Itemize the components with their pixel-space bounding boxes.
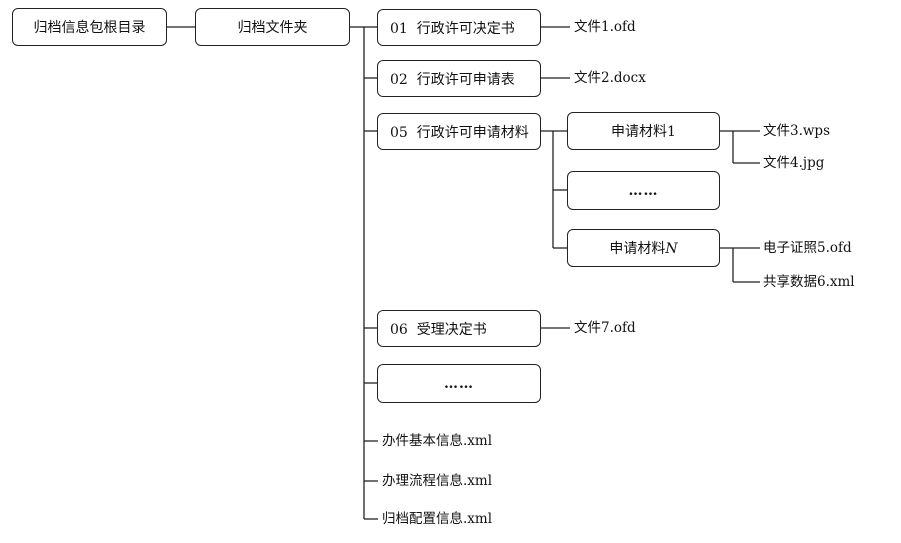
material-n-suffix: N: [665, 241, 678, 257]
file-3-leaf: 文件3.wps: [763, 123, 831, 139]
folder-02-label: 02 行政许可申请表: [390, 71, 515, 88]
folder-01-box: 01 行政许可决定书: [377, 9, 541, 46]
archive-folder-box: 归档文件夹: [195, 8, 350, 46]
root-directory-label: 归档信息包根目录: [33, 20, 146, 36]
material-more-ellipsis: ……: [628, 182, 659, 199]
material-n-label: 申请材料N: [609, 238, 677, 258]
file-1-leaf: 文件1.ofd: [574, 19, 636, 35]
material-1-box: 申请材料1: [567, 112, 720, 150]
xml-basic-info-leaf: 办件基本信息.xml: [382, 433, 493, 449]
folder-05-label: 05 行政许可申请材料: [390, 124, 529, 141]
file-7-leaf: 文件7.ofd: [574, 320, 636, 336]
file-4-leaf: 文件4.jpg: [763, 155, 825, 171]
material-n-box: 申请材料N: [567, 229, 720, 267]
material-1-label: 申请材料1: [611, 124, 676, 140]
file-5-leaf: 电子证照5.ofd: [763, 240, 852, 256]
folder-02-box: 02 行政许可申请表: [377, 60, 541, 97]
xml-config-info-leaf: 归档配置信息.xml: [382, 511, 493, 527]
xml-process-info-leaf: 办理流程信息.xml: [382, 473, 493, 489]
folder-06-label: 06 受理决定书: [390, 321, 487, 338]
folder-more-box: ……: [377, 364, 541, 403]
file-6-leaf: 共享数据6.xml: [763, 274, 855, 290]
folder-06-box: 06 受理决定书: [377, 310, 541, 347]
archive-folder-label: 归档文件夹: [237, 20, 308, 36]
folder-more-ellipsis: ……: [444, 375, 474, 392]
material-more-box: ……: [567, 171, 720, 210]
folder-01-label: 01 行政许可决定书: [390, 20, 515, 37]
material-n-label-text: 申请材料: [609, 241, 666, 257]
root-directory-box: 归档信息包根目录: [12, 8, 167, 46]
folder-05-box: 05 行政许可申请材料: [377, 113, 541, 150]
file-2-leaf: 文件2.docx: [574, 70, 646, 86]
